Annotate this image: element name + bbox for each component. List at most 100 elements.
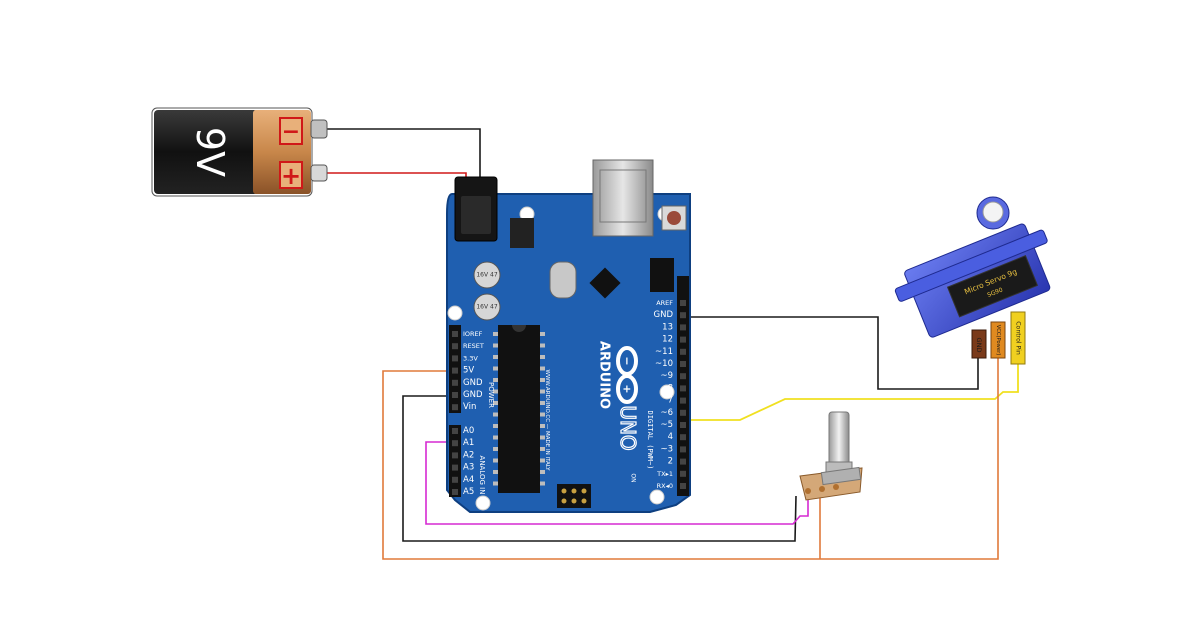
chip-pin <box>540 435 545 440</box>
servo-wire-label-vcc: VCC(Power) <box>995 325 1001 356</box>
header-pin-socket[interactable] <box>452 489 458 495</box>
potentiometer-pin <box>819 486 825 492</box>
pin-label: ~3 <box>660 444 673 454</box>
header-pin-socket[interactable] <box>680 397 686 404</box>
chip-pin <box>493 470 498 474</box>
header-pin-socket[interactable] <box>680 434 686 441</box>
header-pin-socket[interactable] <box>680 409 686 416</box>
pin-label: A4 <box>463 475 474 485</box>
battery-positive-marker <box>279 161 303 189</box>
pin-label: ~11 <box>655 347 673 357</box>
battery-body <box>154 110 258 194</box>
header-pin-socket[interactable] <box>680 300 686 306</box>
header-pin-socket[interactable] <box>680 385 686 392</box>
header-pin-socket[interactable] <box>680 324 686 331</box>
voltage-regulator <box>510 218 534 248</box>
mounting-hole <box>659 384 675 400</box>
chip-pin <box>540 401 545 405</box>
battery-positive-terminal <box>310 164 328 182</box>
capacitor: 16V 47 <box>473 261 501 289</box>
svg-text:16V 47: 16V 47 <box>476 272 497 279</box>
header-pin-socket[interactable] <box>680 373 686 380</box>
header-pin-socket[interactable] <box>680 361 686 367</box>
servo-wire-label-signal: Control Pin <box>1015 321 1022 355</box>
chip-pin <box>540 389 545 394</box>
header-pin-socket[interactable] <box>452 428 458 434</box>
chip-pin <box>540 481 545 486</box>
wire-analog-a1 <box>425 441 809 525</box>
svg-text:+: + <box>621 384 634 393</box>
header-pin-socket[interactable] <box>452 452 458 459</box>
header-pin-socket[interactable] <box>680 312 686 319</box>
header-pin-socket[interactable] <box>680 458 686 465</box>
wires <box>326 128 1019 560</box>
header-pin-socket[interactable] <box>452 464 458 471</box>
chip-pin <box>540 366 545 371</box>
atmega328p-chip <box>498 325 540 493</box>
pin-label: GND <box>463 378 483 388</box>
pin-label: AREF <box>656 299 673 307</box>
header-pin-socket[interactable] <box>680 336 686 343</box>
pin-label: GND <box>463 390 483 400</box>
header-pin-socket[interactable] <box>452 367 458 374</box>
chip-pin <box>493 447 498 451</box>
analog-header <box>449 425 461 497</box>
pin-label: A5 <box>463 487 474 497</box>
chip-pin <box>540 470 545 474</box>
usb-connector[interactable] <box>592 159 654 237</box>
header-pin-socket[interactable] <box>680 446 686 453</box>
pin-label: ~9 <box>660 371 673 381</box>
arduino-made-in-label: WWW.ARDUINO.CC — MADE IN ITALY <box>544 369 550 471</box>
potentiometer-pin <box>805 488 811 494</box>
pin-label: 4 <box>668 432 673 442</box>
crystal-oscillator <box>549 261 577 299</box>
servo-horn[interactable] <box>976 196 1010 230</box>
pin-label: 13 <box>662 322 673 332</box>
servo-wire-signal <box>1010 311 1026 365</box>
header-pin-socket[interactable] <box>452 343 458 350</box>
chip-pin <box>540 378 545 382</box>
header-pin-socket[interactable] <box>680 470 686 477</box>
chip-pin <box>493 481 498 486</box>
power-header-label: POWER <box>487 382 495 408</box>
servo-wire-vcc <box>990 321 1006 359</box>
potentiometer[interactable] <box>799 411 863 501</box>
battery-negative-terminal <box>310 119 328 139</box>
header-pin-socket[interactable] <box>452 440 458 447</box>
wire-5v <box>382 352 999 560</box>
header-pin-socket[interactable] <box>452 404 458 411</box>
header-pin-socket[interactable] <box>452 379 458 386</box>
header-pin-socket[interactable] <box>452 392 458 398</box>
header-pin-socket[interactable] <box>452 355 458 362</box>
pin-label: GND <box>654 310 674 320</box>
chip-pin <box>540 343 545 348</box>
chip-pin <box>493 366 498 371</box>
potentiometer-shaft[interactable] <box>828 411 850 467</box>
battery-positive-symbol: + <box>281 162 301 190</box>
pin-label: RESET <box>463 342 484 350</box>
chip-pin <box>540 424 545 428</box>
analog-header-label: ANALOG IN <box>478 456 486 495</box>
header-pin-socket[interactable] <box>452 476 458 483</box>
header-pin-socket[interactable] <box>680 483 686 489</box>
header-pin-socket[interactable] <box>452 331 458 337</box>
battery-voltage-label: 9V <box>188 127 232 177</box>
svg-text:−: − <box>621 356 634 365</box>
on-led-label: ON <box>630 473 637 482</box>
arduino-model-label: UNO <box>616 405 640 450</box>
servo-wire-gnd <box>971 329 987 359</box>
header-pin-socket[interactable] <box>680 422 686 428</box>
header-pin-socket[interactable] <box>680 348 686 355</box>
chip-pin <box>493 435 498 440</box>
wire-servo-gnd <box>685 316 979 390</box>
chip-pin <box>493 378 498 382</box>
battery-9v: 9V − + <box>151 107 328 197</box>
mounting-hole <box>649 489 665 505</box>
usb-interface-chip <box>589 267 621 299</box>
mounting-hole <box>447 305 463 321</box>
pin-label: A3 <box>463 463 474 473</box>
chip-pin <box>493 401 498 405</box>
